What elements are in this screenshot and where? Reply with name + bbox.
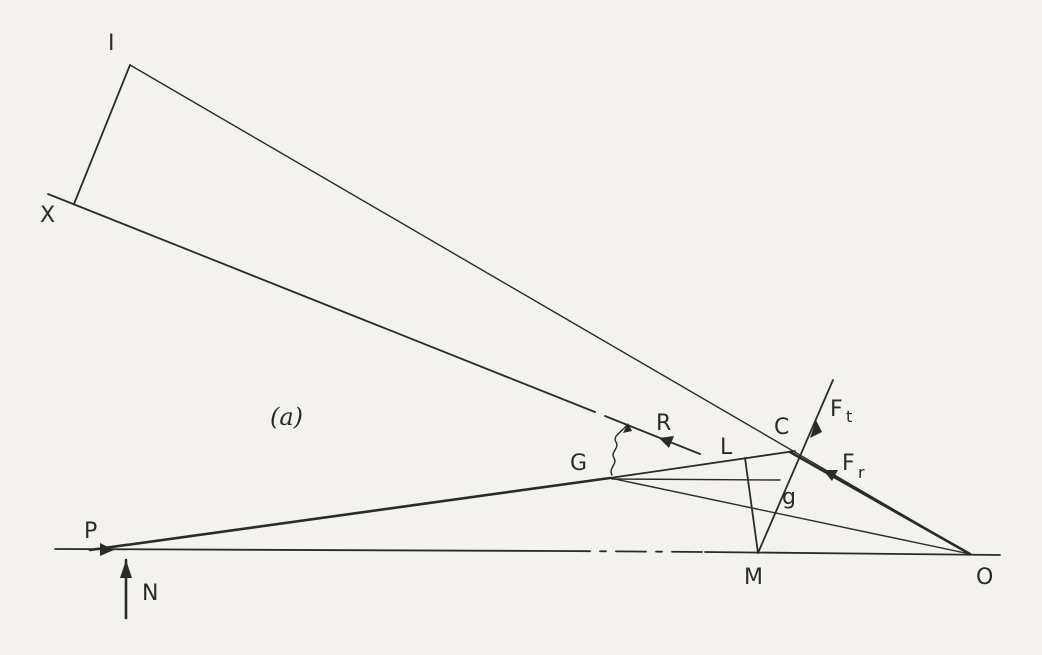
squiggle-arrowhead — [623, 423, 632, 433]
p-arrowhead — [100, 543, 114, 556]
angle-squiggle — [610, 424, 628, 476]
r-arrowhead — [659, 436, 674, 448]
label-x: X — [40, 203, 55, 228]
line-l-m — [744, 457, 759, 554]
line-g-c — [609, 450, 796, 479]
line-o-c-thick — [788, 450, 972, 556]
label-panel-a: (a) — [270, 403, 303, 431]
baseline-dash — [559, 550, 706, 553]
label-ft-sub: t — [846, 407, 852, 426]
n-arrowhead — [120, 560, 132, 578]
label-m: M — [744, 565, 763, 590]
line-o-i — [129, 64, 971, 555]
label-p: P — [84, 519, 97, 544]
baseline-right — [704, 551, 1001, 556]
label-c: C — [774, 415, 789, 440]
baseline-left — [54, 548, 561, 552]
label-o: O — [976, 565, 993, 590]
label-r: R — [656, 411, 671, 436]
label-l: L — [720, 435, 733, 460]
line-x-r-b — [604, 415, 701, 455]
line-i-x — [73, 64, 131, 205]
label-small-g: g — [782, 485, 796, 510]
label-fr-sub: r — [858, 463, 865, 482]
line-m-ft — [757, 379, 834, 554]
fr-arrowhead — [823, 470, 838, 481]
label-n: N — [142, 581, 158, 606]
line-g-small-g — [611, 478, 781, 481]
label-i: I — [108, 31, 115, 56]
label-ft: F — [830, 397, 843, 422]
line-g-o — [609, 477, 971, 555]
label-fr: F — [842, 451, 855, 476]
ft-arrowhead — [810, 420, 822, 438]
line-x-r-a — [47, 193, 596, 413]
line-p-g — [88, 476, 612, 552]
label-g: G — [570, 451, 587, 476]
